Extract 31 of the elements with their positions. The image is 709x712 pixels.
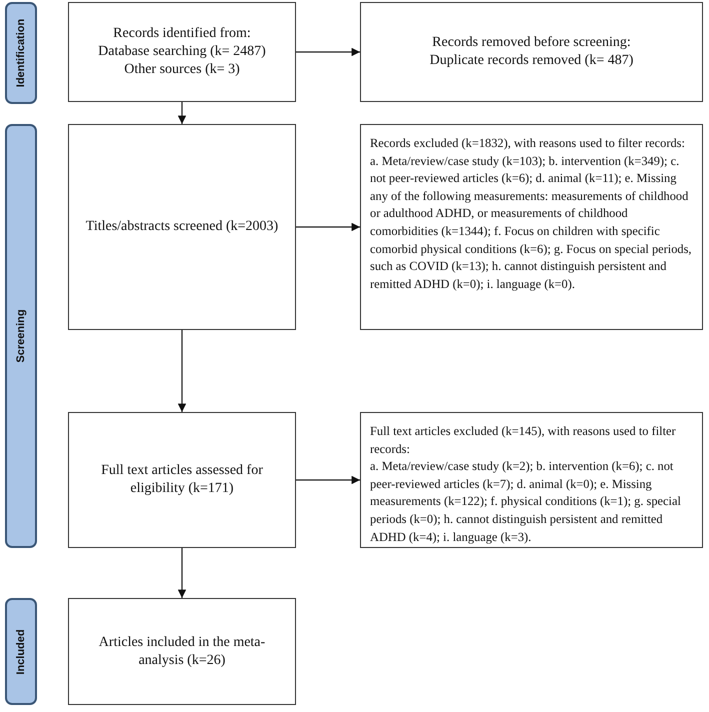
box-text: Articles included in the meta-analysis (k=26): [98, 634, 266, 670]
box-text: a. Meta/review/case study (k=2); b. intervention (k=6); c. not peer-reviewed articles (k=7); d. animal (k=0); e. Missing measurements (k=122); f. physical conditions (k=1); g. special periods (k=0); h. cannot distinguish persistent and remitted ADHD (k=4); i. language (k=3).: [370, 458, 682, 546]
process-box: [68, 598, 296, 705]
arrow: [178, 548, 186, 598]
box-text: Other sources (k= 3): [124, 61, 240, 79]
box-text: Records excluded (k=1832), with reasons used to filter records:: [370, 135, 686, 152]
process-box: [68, 2, 296, 102]
phase-label: Identification: [15, 18, 27, 88]
process-box: [68, 124, 296, 330]
arrow: [178, 330, 186, 412]
process-box: [360, 2, 703, 102]
box-text: Records removed before screening:: [432, 34, 631, 52]
exclusion-box: [360, 124, 703, 330]
box-text: Records identified from:: [113, 25, 251, 43]
phase-label-box: [5, 124, 37, 548]
arrow: [296, 48, 360, 56]
box-text: Database searching (k= 2487): [98, 43, 266, 61]
phase-label: Included: [15, 628, 27, 674]
phase-label-box: [5, 2, 37, 104]
arrow: [296, 222, 360, 232]
exclusion-box: [360, 412, 703, 548]
box-text: a. Meta/review/case study (k=103); b. intervention (k=349); c. not peer-reviewed articles (k=6); d. animal (k=11); e. Missing any of the following measurements: measurements of childhood or adulthood ADHD, or measurements of childhood comorbidities (k=1344); f. Focus on children with specific comorbid physical conditions (k=6); g. Focus on special periods, such as COVID (k=13); h. cannot distinguish persistent and remitted ADHD (k=0); i. language (k=0).: [370, 152, 693, 293]
phase-label: Screening: [15, 309, 27, 363]
process-box: [68, 412, 296, 548]
box-text: Titles/abstracts screened (k=2003): [86, 218, 278, 236]
arrow: [296, 476, 360, 484]
arrow: [178, 102, 186, 124]
phase-label-box: [5, 598, 37, 705]
box-text: Duplicate records removed (k= 487): [430, 52, 634, 70]
box-text: Full text articles assessed for eligibility (k=171): [100, 462, 264, 498]
box-text: Full text articles excluded (k=145), with reasons used to filter records:: [370, 423, 677, 458]
